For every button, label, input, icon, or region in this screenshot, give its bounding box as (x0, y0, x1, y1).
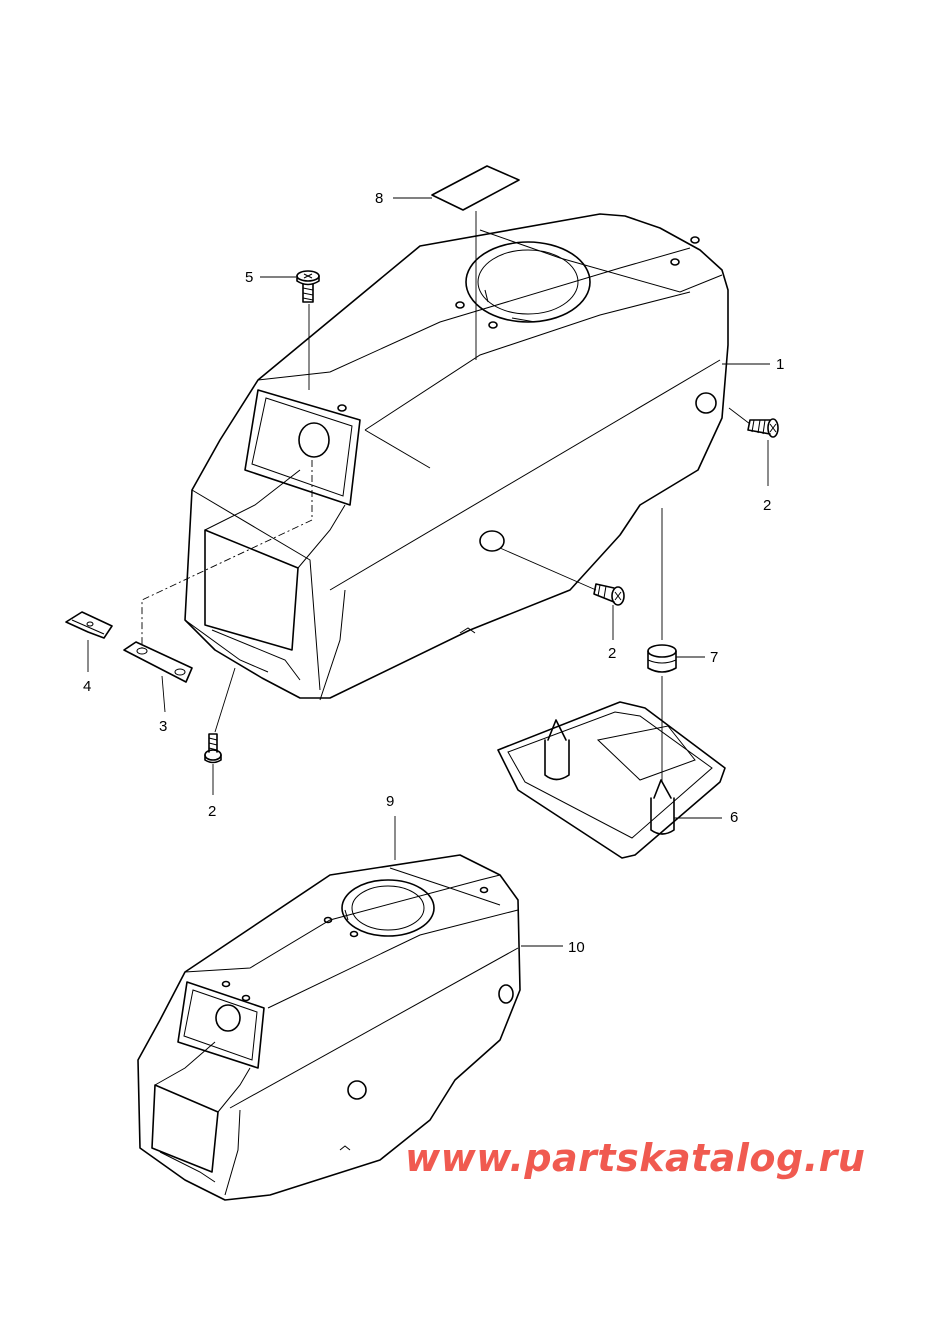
screw-part-2-right (747, 418, 779, 438)
screw-part-5 (296, 270, 320, 303)
clip-nut-part (65, 611, 113, 639)
grommet-part (647, 644, 677, 673)
callout-4: 4 (83, 678, 91, 695)
base-plate-part (497, 701, 726, 859)
callout-3: 3 (159, 718, 167, 735)
callout-10: 10 (568, 939, 585, 956)
callout-2-lower: 2 (208, 803, 216, 820)
callout-7: 7 (710, 649, 718, 666)
decal-label-part (431, 165, 520, 211)
screw-part-2-middle (593, 583, 625, 606)
dashed-assembly-lines (141, 460, 313, 648)
callout-9: 9 (386, 793, 394, 810)
callout-2-middle: 2 (608, 645, 616, 662)
watermark-text: www.partskatalog.ru (405, 1136, 866, 1180)
bracket-plate-part (123, 641, 193, 683)
callout-1: 1 (776, 356, 784, 373)
callout-6: 6 (730, 809, 738, 826)
callouts: 8 5 1 2 2 7 4 3 2 6 9 10 (83, 190, 784, 956)
leader-lines (87, 197, 770, 947)
callout-8: 8 (375, 190, 383, 207)
screw-part-2-lower (204, 733, 222, 764)
cover-assembly-part (137, 854, 521, 1201)
engine-cover-part (184, 213, 729, 701)
callout-2-right: 2 (763, 497, 771, 514)
callout-5: 5 (245, 269, 253, 286)
